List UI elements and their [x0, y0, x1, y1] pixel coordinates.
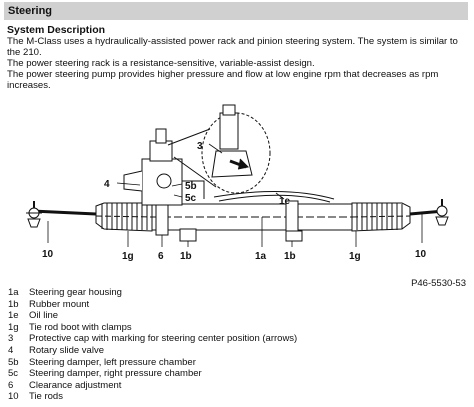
legend-key: 4	[8, 344, 14, 356]
tie-rod-boot-left	[95, 202, 153, 232]
description-line-2: the 210.	[7, 47, 42, 58]
legend-text: Rotary slide valve	[29, 344, 104, 356]
legend-text: Oil line	[29, 310, 59, 322]
legend-key: 3	[8, 333, 14, 345]
callout-leaders	[47, 143, 423, 247]
callout-1b-right: 1b	[284, 251, 296, 262]
tie-rod-right	[409, 199, 449, 226]
callout-1a: 1a	[255, 251, 267, 262]
legend-item: 10 Tie rods	[8, 391, 468, 403]
legend-text: Protective cap with marking for steering…	[29, 333, 298, 345]
legend-key: 6	[8, 379, 14, 391]
legend-item: 5b Steering damper, left pressure chamber	[8, 357, 468, 369]
callout-3: 3	[197, 141, 203, 152]
legend-text: Steering gear housing	[29, 287, 122, 298]
legend-text: Clearance adjustment	[29, 379, 122, 391]
legend-text: Rubber mount	[29, 298, 90, 310]
legend-item: 3 Protective cap with marking for steerin…	[8, 333, 468, 345]
steering-rack-diagram: 3 4 5b 5c 1e 10 1g 6 1b 1a 1b 1g 10	[26, 104, 449, 262]
legend-key: 1e	[8, 310, 19, 322]
description-line-4: The power steering pump provides higher …	[7, 69, 439, 80]
legend-item: 1b Rubber mount	[8, 299, 468, 311]
legend-text: Steering damper, left pressure chamber	[29, 356, 196, 368]
legend-key: 1b	[8, 298, 19, 310]
figure-legend: 1a Steering gear housing 1b Rubber mount 1…	[8, 287, 468, 403]
legend-text: Tie rods	[29, 391, 63, 403]
steering-rack-drawing	[26, 104, 449, 247]
legend-item: 1g Tie rod boot with clamps	[8, 322, 468, 334]
callout-10-left: 10	[42, 249, 54, 260]
protective-cap-inset	[167, 104, 271, 194]
callout-1b-left: 1b	[180, 251, 192, 262]
legend-key: 5c	[8, 368, 19, 380]
figure-callouts: 3 4 5b 5c 1e 10 1g 6 1b 1a 1b 1g 10	[42, 141, 427, 262]
legend-key: 10	[8, 391, 19, 403]
callout-5c: 5c	[185, 193, 197, 204]
tie-rod-left	[26, 201, 97, 228]
description-line-5: increases.	[7, 80, 51, 91]
rotary-slide-valve	[123, 128, 183, 206]
description-line-3: The power steering rack is a resistance-…	[7, 58, 315, 69]
figure-code: P46-5530-53	[411, 278, 466, 289]
callout-5b: 5b	[185, 181, 197, 192]
section-header-bar: Steering	[4, 2, 468, 20]
legend-item: 1a Steering gear housing	[8, 287, 468, 299]
rubber-mounts	[179, 228, 303, 242]
description-line-1: The M-Class uses a hydraulically-assiste…	[7, 36, 458, 47]
section-title: System Description	[7, 24, 106, 36]
callout-1g-right: 1g	[349, 251, 361, 262]
legend-key: 1a	[8, 287, 19, 298]
legend-text: Steering damper, right pressure chamber	[29, 368, 202, 380]
legend-key: 1g	[8, 321, 19, 333]
callout-1e: 1e	[279, 196, 291, 207]
callout-10-right: 10	[415, 249, 427, 260]
legend-item: 6 Clearance adjustment	[8, 380, 468, 392]
tie-rod-boot-right	[351, 202, 411, 232]
callout-6: 6	[158, 251, 164, 262]
legend-item: 1e Oil line	[8, 310, 468, 322]
header-title: Steering	[8, 5, 53, 17]
legend-item: 4 Rotary slide valve	[8, 345, 468, 357]
legend-text: Tie rod boot with clamps	[29, 321, 132, 333]
callout-1g-left: 1g	[122, 251, 134, 262]
callout-4: 4	[104, 179, 110, 190]
legend-item: 5c Steering damper, right pressure chambe…	[8, 368, 468, 380]
steering-gear-housing	[151, 180, 353, 236]
legend-key: 5b	[8, 356, 19, 368]
